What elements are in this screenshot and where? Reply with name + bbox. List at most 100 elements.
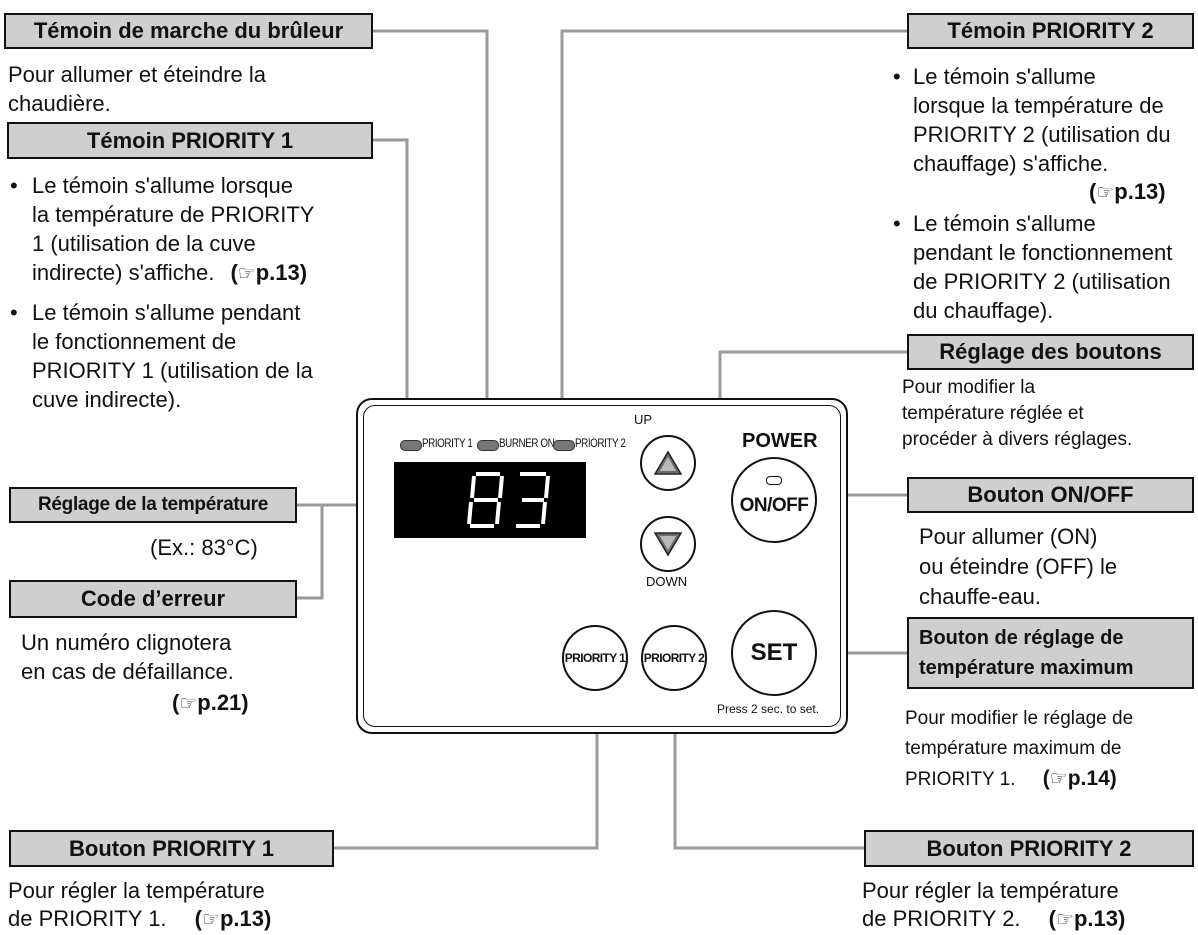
- page-ref-p13: (☞p.13): [1089, 179, 1166, 204]
- temp-example: (Ex.: 83°C): [150, 535, 258, 560]
- leader-priority2-btn: [673, 710, 864, 850]
- priority2-button[interactable]: PRIORITY 2: [641, 625, 707, 691]
- p2-b2-line1: Le témoin s'allume: [913, 211, 1096, 236]
- page-ref-p14: (☞p.14): [1042, 767, 1117, 790]
- priority1-button-label: Bouton PRIORITY 1: [9, 830, 334, 867]
- priority1-led-text: PRIORITY 1: [422, 436, 473, 450]
- bullet-mark: •: [893, 211, 901, 236]
- max-desc-line2: température maximum de: [905, 738, 1122, 759]
- leader-burner: [372, 29, 489, 442]
- p2-b2-line3: de PRIORITY 2 (utilisation: [913, 269, 1171, 294]
- max-temp-label-line2: température maximum: [919, 657, 1134, 679]
- max-desc-line3-row: PRIORITY 1. (☞p.14): [905, 766, 1117, 793]
- set-button-text: SET: [750, 639, 798, 666]
- p1-b2-line4: cuve indirecte).: [32, 387, 182, 412]
- page-ref-p21: (☞p.21): [172, 690, 249, 715]
- onoff-desc-line1: Pour allumer (ON): [919, 524, 1098, 549]
- set-button[interactable]: SET: [731, 610, 817, 696]
- up-button[interactable]: [640, 435, 696, 491]
- onoff-button-text: ON/OFF: [739, 494, 809, 516]
- p1btn-desc-line2-row: de PRIORITY 1. (☞p.13): [8, 904, 271, 935]
- down-triangle-icon: [654, 532, 682, 557]
- hand-icon: ☞: [202, 909, 220, 931]
- p2-b1-line3: PRIORITY 2 (utilisation du: [913, 122, 1171, 147]
- p1btn-desc-line1: Pour régler la température: [8, 878, 265, 903]
- page-ref-p13: (☞p.13): [194, 906, 272, 931]
- buttons-desc-line1: Pour modifier la: [902, 377, 1036, 398]
- burner-indicator-label: Témoin de marche du brûleur: [4, 13, 373, 49]
- power-led: [766, 475, 782, 485]
- power-onoff-button[interactable]: ON/OFF: [731, 457, 817, 543]
- priority2-led-text: PRIORITY 2: [575, 436, 626, 450]
- burner-on-led-text: BURNER ON: [499, 436, 555, 450]
- priority2-button-text: PRIORITY 2: [643, 651, 705, 665]
- error-desc-line2: en cas de défaillance.: [21, 659, 234, 684]
- power-label: POWER: [742, 430, 818, 452]
- press-note: Press 2 sec. to set.: [717, 702, 820, 716]
- control-panel-inner-border: [363, 405, 841, 727]
- digit-3: [516, 472, 550, 528]
- priority1-led: [400, 440, 422, 451]
- up-triangle-icon: [654, 450, 682, 475]
- hand-icon: ☞: [1096, 182, 1115, 204]
- p2-b1-line1: Le témoin s'allume: [913, 64, 1096, 89]
- priority1-bullet-2: • Le témoin s'allume pendant le fonction…: [10, 298, 313, 414]
- priority1-bullet-1: • Le témoin s'allume lorsque la températ…: [10, 171, 315, 289]
- p2-b1-line4: chauffage) s'affiche.: [913, 151, 1109, 176]
- priority2-bullet-2: • Le témoin s'allume pendant le fonction…: [893, 209, 1173, 325]
- p2btn-desc-line2: de PRIORITY 2.: [862, 906, 1021, 931]
- bullet-mark: •: [893, 64, 901, 89]
- p1-b1-line1: Le témoin s'allume lorsque: [32, 173, 294, 198]
- buttons-desc-line2: température réglée et: [902, 403, 1084, 424]
- hand-icon: ☞: [1049, 768, 1068, 790]
- onoff-button-label: Bouton ON/OFF: [907, 477, 1194, 513]
- p1-b2-line1: Le témoin s'allume pendant: [32, 300, 301, 325]
- p1-b1-line4: indirecte) s'affiche.: [32, 260, 215, 285]
- hand-icon: ☞: [179, 693, 198, 715]
- control-panel: PRIORITY 1 BURNER ON PRIORITY 2 83 UP DO…: [356, 398, 848, 734]
- onoff-desc-line3: chauffe-eau.: [919, 584, 1041, 609]
- leader-priority1-btn: [334, 710, 599, 850]
- temperature-display: 83: [394, 462, 586, 538]
- priority2-indicator-label: Témoin PRIORITY 2: [907, 13, 1194, 49]
- p1-b2-line3: PRIORITY 1 (utilisation de la: [32, 358, 313, 383]
- onoff-desc-line2: ou éteindre (OFF) le: [919, 554, 1118, 579]
- p1-b1-line2: la température de PRIORITY: [32, 202, 315, 227]
- leader-priority2-led: [560, 29, 907, 442]
- priority2-led: [553, 440, 575, 451]
- priority1-button-text: PRIORITY 1: [564, 651, 626, 665]
- priority2-button-label: Bouton PRIORITY 2: [864, 830, 1194, 867]
- p2-b2-line2: pendant le fonctionnement: [913, 240, 1173, 265]
- burner-desc-line2: chaudière.: [8, 91, 111, 116]
- page-ref-p13: (☞p.13): [230, 260, 308, 285]
- buttons-setting-label: Réglage des boutons: [907, 334, 1194, 370]
- seven-segment-digits: [467, 472, 550, 528]
- p1-b2-line2: le fonctionnement de: [32, 329, 237, 354]
- burner-on-led: [477, 440, 499, 451]
- up-label: UP: [634, 412, 653, 427]
- temp-setting-label: Réglage de la température: [9, 487, 297, 523]
- max-desc-line3: PRIORITY 1.: [905, 769, 1016, 790]
- error-desc-line1: Un numéro clignotera: [21, 630, 232, 655]
- max-desc-line1: Pour modifier le réglage de: [905, 708, 1134, 729]
- bullet-mark: •: [10, 300, 18, 325]
- p1btn-desc-line2: de PRIORITY 1.: [8, 906, 167, 931]
- error-code-label: Code d’erreur: [9, 580, 297, 618]
- p2btn-desc-line2-row: de PRIORITY 2. (☞p.13): [862, 904, 1125, 935]
- bullet-mark: •: [10, 173, 18, 198]
- p1-b1-line3: 1 (utilisation de la cuve: [32, 231, 256, 256]
- leader-priority1-led: [372, 138, 409, 442]
- max-temp-button-label: Bouton de réglage de température maximum: [907, 617, 1194, 689]
- priority1-button[interactable]: PRIORITY 1: [562, 625, 628, 691]
- burner-desc-line1: Pour allumer et éteindre la: [8, 62, 267, 87]
- down-label: DOWN: [646, 574, 688, 589]
- page-ref-p13: (☞p.13): [1048, 906, 1126, 931]
- p2btn-desc-line1: Pour régler la température: [862, 878, 1119, 903]
- p2-b2-line4: du chauffage).: [913, 298, 1054, 323]
- down-button[interactable]: [640, 516, 696, 572]
- max-temp-label-line1: Bouton de réglage de: [919, 627, 1124, 649]
- p2-b1-line2: lorsque la température de: [913, 93, 1164, 118]
- digit-8: [467, 472, 504, 528]
- priority1-indicator-label: Témoin PRIORITY 1: [7, 122, 373, 159]
- leader-error-code: [297, 505, 324, 600]
